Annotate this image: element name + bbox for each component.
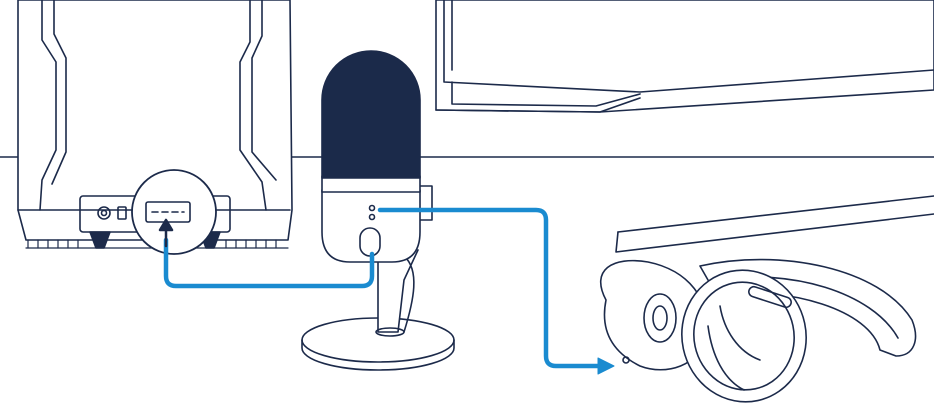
headphones-icon: [599, 195, 934, 403]
arrow-right-icon: [597, 357, 615, 375]
usb-cable: [163, 237, 375, 289]
headphone-cable: [377, 207, 615, 375]
monitor-icon: [435, 0, 934, 113]
microphone-icon: [301, 50, 455, 371]
usb-port-icon: [131, 169, 217, 255]
pc-audio-jack: [97, 206, 111, 220]
microphone-head: [321, 50, 421, 179]
usb-arrow-up-icon: [158, 218, 174, 248]
headphone-jack: [622, 356, 630, 364]
pc-tower-icon: [17, 0, 293, 249]
